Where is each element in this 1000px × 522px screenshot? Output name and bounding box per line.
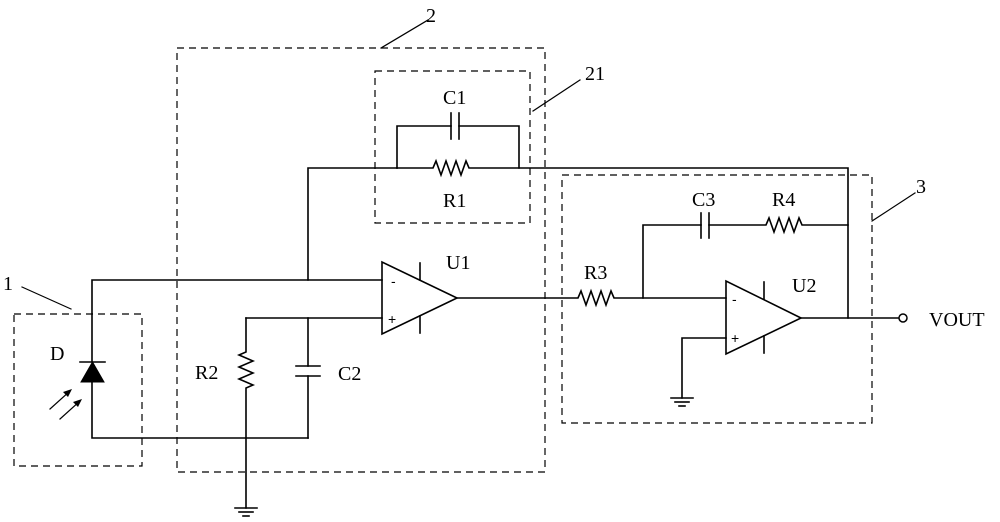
c2-label: C2 [338,363,361,385]
block-1-boundary [13,313,143,467]
photodiode-label: D [50,343,64,365]
resistor-r4 [708,215,849,235]
resistor-r1 [396,158,849,319]
c1-label: C1 [443,87,466,109]
vout-label: VOUT [929,309,985,331]
wire-feedback-left [307,167,398,281]
leader-line-1 [21,286,72,310]
resistor-r2 [236,317,256,509]
u2-plus-pin: + [731,330,739,346]
r4-label: R4 [772,189,795,211]
wire-c1-right [458,125,520,169]
wire-c3-left [642,224,702,299]
ground-symbol-2 [670,397,694,407]
leader-line-21 [532,79,581,112]
resistor-r3 [456,288,727,308]
u1-label: U1 [446,252,470,274]
block-2-boundary [176,47,546,473]
photodiode-d [49,360,106,420]
wire-u2-plus-ground [681,337,727,399]
wire-diode-cathode-to-u1-minus [91,279,383,363]
leader-line-2 [380,19,429,49]
block-21-boundary [374,70,531,224]
leader-line-3 [871,192,916,222]
u1-minus-pin: - [391,273,396,289]
wire-diode-anode-bottom [91,381,309,439]
ground-symbol-1 [234,507,258,517]
c3-label: C3 [692,189,715,211]
block-21-label: 21 [585,63,605,85]
block-2-label: 2 [426,5,436,27]
wire-c1-left [396,125,452,169]
u1-plus-pin: + [388,311,396,327]
r3-label: R3 [584,262,607,284]
r2-label: R2 [195,362,218,384]
block-1-label: 1 [3,273,13,295]
block-3-boundary [561,174,873,424]
u2-label: U2 [792,275,816,297]
u2-minus-pin: - [732,291,737,307]
block-3-label: 3 [916,176,926,198]
r1-label: R1 [443,190,466,212]
output-terminal [898,313,908,323]
